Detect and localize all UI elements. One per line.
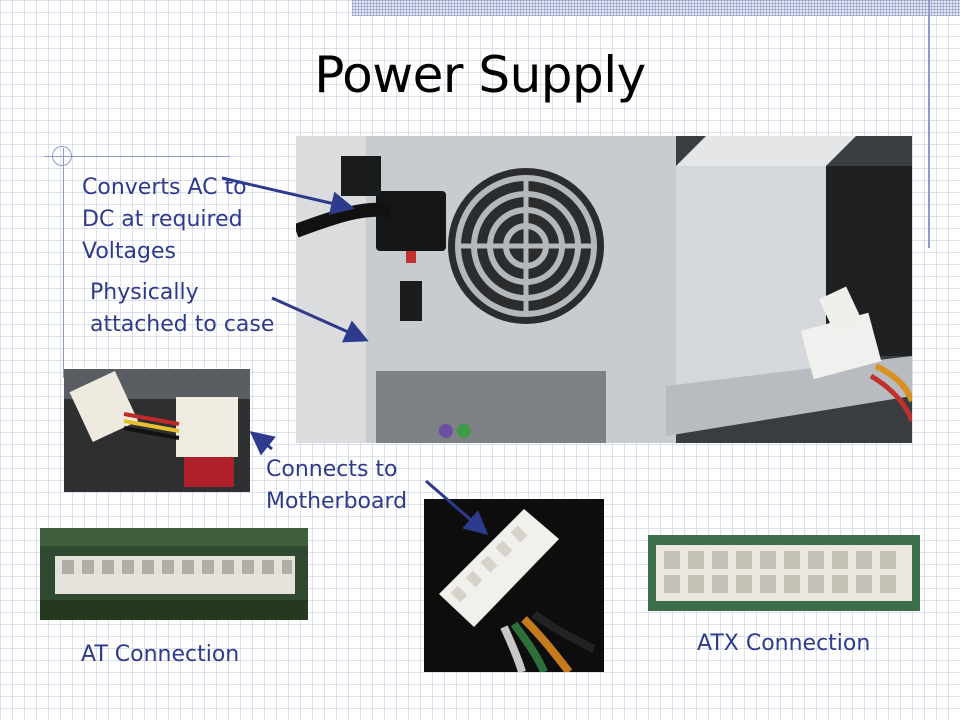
slide-title: Power Supply: [314, 46, 646, 104]
at-connector-side-photo: [64, 369, 250, 492]
label-atx-connection: ATX Connection: [697, 631, 871, 656]
arrow-to-motherboard-connector: [425, 479, 489, 535]
top-decorative-band: [352, 0, 960, 16]
arrow-to-at-connector: [249, 431, 276, 456]
label-physically-attached: Physically attached to case: [90, 280, 275, 337]
arrow-to-case-screw: [271, 296, 369, 343]
label-converts-ac-dc: Converts AC to DC at required Voltages: [82, 175, 247, 264]
decorative-vertical-line-left: [63, 148, 64, 378]
at-connection-photo: [40, 528, 308, 620]
motherboard-connector-photo: [424, 499, 604, 672]
decorative-circle-mark: [52, 146, 72, 166]
decorative-vertical-line-right: [928, 0, 930, 248]
arrow-to-power-socket: [221, 176, 355, 215]
decorative-horizontal-line: [44, 156, 230, 157]
power-supply-photo: [296, 136, 912, 443]
label-at-connection: AT Connection: [81, 642, 240, 667]
label-connects-motherboard: Connects to Motherboard: [266, 457, 408, 514]
atx-connection-photo: [648, 535, 920, 611]
